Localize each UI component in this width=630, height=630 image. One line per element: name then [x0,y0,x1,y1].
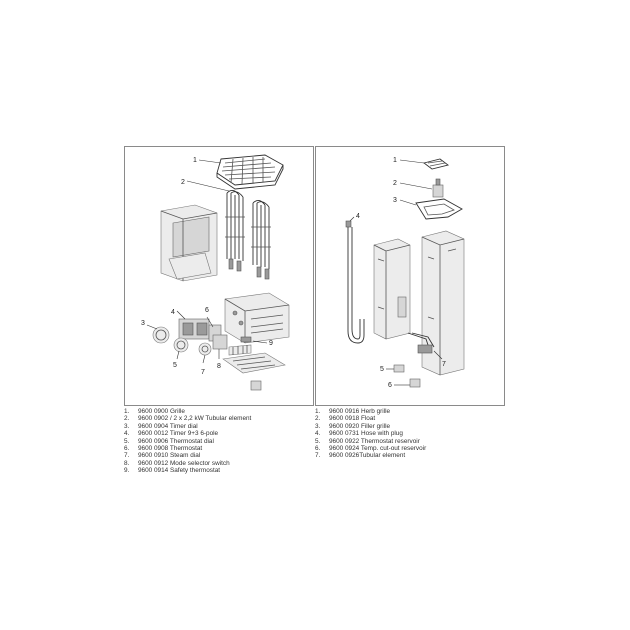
exploded-view-left: 1 2 [141,154,290,391]
element-housing-drawing [160,204,218,282]
side-wall-drawing [421,230,465,376]
callout-r3: 3 [393,197,397,204]
list-item: 7.9600 0926Tubular element [315,452,406,460]
temp-cutout-reservoir-drawing [409,378,421,388]
callout-r7: 7 [442,361,446,368]
callout-r4: 4 [356,213,360,220]
timer-dial-drawing [152,326,170,344]
list-item: 4.9600 0731 Hose with plug [315,430,403,438]
callout-1: 1 [193,157,197,164]
callout-2: 2 [181,179,185,186]
timer-switch-assembly-drawing [178,318,222,342]
callout-7: 7 [201,369,205,376]
callout-6: 6 [205,307,209,314]
thermostat-reservoir-drawing [393,364,405,373]
list-item: 9.9600 0914 Safety thermostat [124,467,221,475]
callout-r5: 5 [380,366,384,373]
list-item: 8.9600 0912 Mode selector switch [124,459,230,467]
parts-list-left: 1.9600 0900 Grille 2.9600 0902 / 2 x 2,2… [124,408,251,475]
terminal-block-drawing [228,344,252,356]
list-item: 6.9600 0924 Temp. cut-out reservoir [315,445,427,453]
list-item: 3.9600 0920 Filler grille [315,422,391,430]
list-item: 6.9600 0908 Thermostat [124,445,203,453]
callout-5: 5 [173,362,177,369]
list-item: 5.9600 0906 Thermostat dial [124,437,214,445]
list-item: 3.9600 0904 Timer dial [124,422,198,430]
fuse-holder-drawing [250,380,262,391]
diagram-panel-right: 1 2 3 4 [315,146,505,406]
list-item: 4.9600 0012 Timer 9+3 6-pole [124,430,219,438]
list-item: 1.9600 0900 Grille [124,408,185,415]
safety-thermostat-drawing [240,336,252,343]
grille-drawing [216,154,284,190]
mode-selector-switch-drawing [212,334,228,350]
tubular-element-r-drawing [407,332,435,354]
hose-with-plug-drawing [345,220,365,344]
herb-grille-drawing [422,158,450,170]
list-item: 2.9600 0918 Float [315,415,376,423]
list-item: 1.9600 0916 Herb grille [315,408,391,415]
callout-8: 8 [217,363,221,370]
base-plate-drawing [222,352,286,374]
tubular-element-drawing [225,190,271,280]
callout-3: 3 [141,320,145,327]
reservoir-drawing [373,238,411,340]
list-item: 2.9600 0902 / 2 x 2,2 kW Tubular element [124,415,252,423]
callout-r6: 6 [388,382,392,389]
exploded-view-right: 1 2 3 4 [345,157,465,389]
callout-4: 4 [171,309,175,316]
control-box-drawing [224,292,290,344]
list-item: 5.9600 0922 Thermostat reservoir [315,437,420,445]
callout-9: 9 [269,340,273,347]
parts-list-right: 1.9600 0916 Herb grille 2.9600 0918 Floa… [315,408,426,460]
callout-r2: 2 [393,180,397,187]
filler-grille-drawing [415,198,463,220]
callout-r1: 1 [393,157,397,164]
thermostat-dial-drawing [173,337,189,353]
diagram-panel-left: 1 2 [124,146,314,406]
float-drawing [432,178,444,198]
list-item: 7.9600 0910 Steam dial [124,452,201,460]
steam-dial-drawing [198,342,212,356]
